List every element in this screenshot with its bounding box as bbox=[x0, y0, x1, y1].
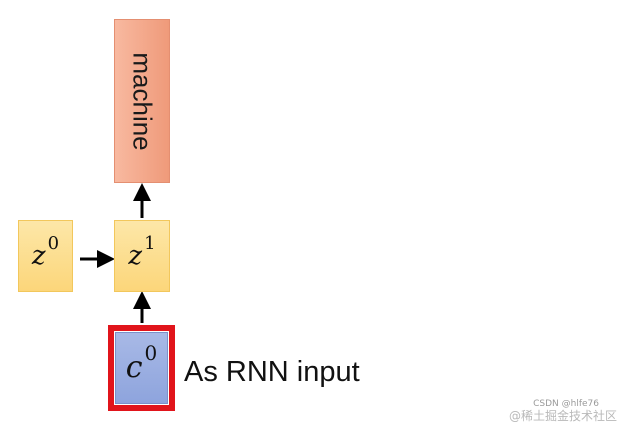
output-word-box: machine bbox=[114, 19, 170, 183]
z1-superscript: 1 bbox=[144, 233, 156, 254]
rnn-input-annotation: As RNN input bbox=[184, 356, 360, 388]
watermark-main: @稀土掘金技术社区 bbox=[508, 409, 617, 423]
c0-base: c bbox=[125, 350, 143, 385]
watermark: CSDN @hlfe76 @稀土掘金技术社区 bbox=[508, 399, 617, 424]
output-word-label: machine bbox=[127, 51, 158, 151]
z0-base: z bbox=[31, 241, 46, 271]
c0-superscript: 0 bbox=[144, 341, 158, 365]
z1-base: z bbox=[128, 241, 143, 271]
z0-superscript: 0 bbox=[47, 233, 60, 254]
watermark-sub: CSDN @hlfe76 bbox=[533, 399, 599, 409]
